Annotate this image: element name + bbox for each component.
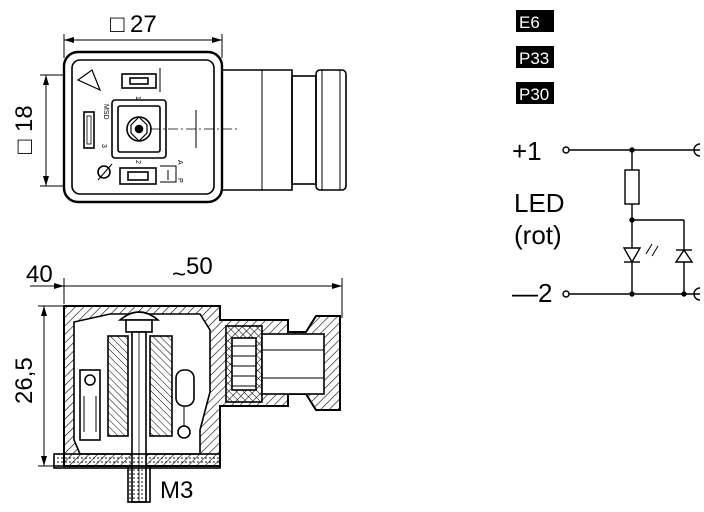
dim-side-height: 26,5 (11, 357, 38, 404)
code-label: MSD (102, 104, 109, 120)
badge-p33-bg (516, 46, 554, 68)
schematic-led-color: (rot) (514, 220, 562, 250)
dim-top-height: 18 (11, 105, 38, 132)
dim-top-width: 27 (130, 11, 157, 38)
dim-side-offset: 40 (26, 261, 53, 288)
schematic-pin-plus: +1 (512, 136, 542, 166)
dim-side-length: 50 (186, 253, 213, 280)
badge-e6: E6 (519, 13, 540, 32)
led-schematic (562, 143, 701, 301)
pin-2-label: 2 (134, 160, 141, 164)
badge-p30-bg (516, 82, 554, 104)
schematic-pin-minus: —2 (512, 278, 552, 308)
badge-list: E6 P33 P30 (516, 0, 574, 110)
dim-top-height-square: □ (11, 139, 38, 154)
pin-1-label: 1 (134, 96, 141, 100)
letter-a-label: A (176, 160, 183, 165)
dim-top-width-square: □ (110, 11, 125, 38)
schematic-led-label: LED (514, 188, 565, 218)
dim-side-approx: ~ (172, 261, 186, 288)
dim-thread: M3 (160, 477, 193, 504)
badge-p33: P33 (519, 49, 549, 68)
pin-3-label: 3 (100, 144, 107, 148)
letter-p-label: P (176, 178, 183, 183)
top-view (40, 34, 347, 204)
badge-e6-bg (516, 10, 554, 32)
side-view (30, 278, 343, 503)
badge-p30: P30 (519, 85, 549, 104)
